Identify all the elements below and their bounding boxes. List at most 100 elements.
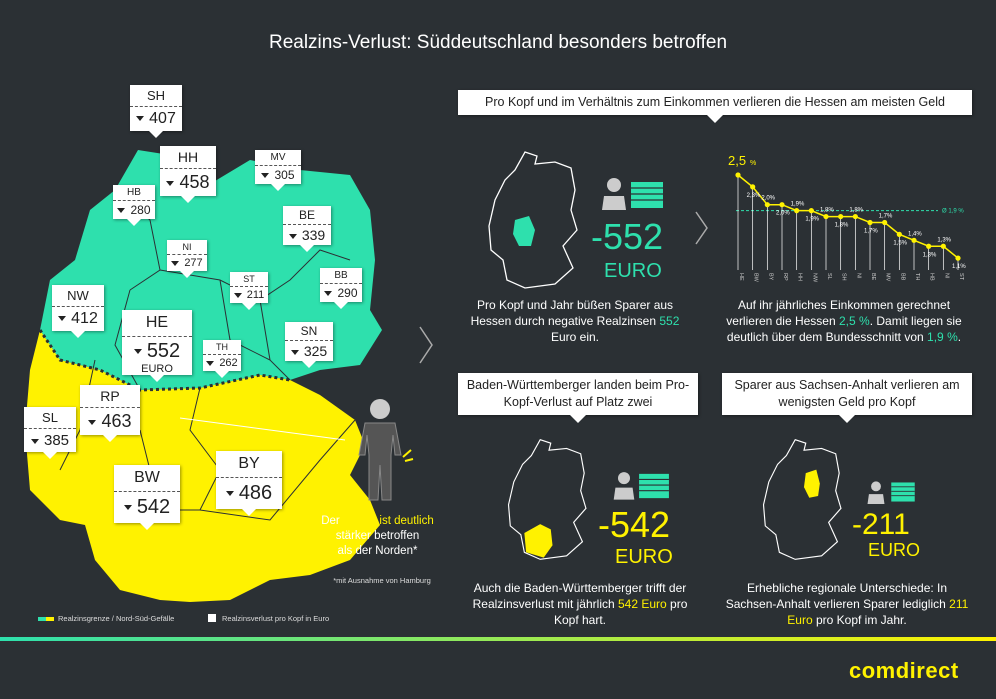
category-label: BW (753, 273, 759, 283)
data-point (823, 213, 829, 220)
category-label: HB (929, 273, 935, 281)
category-label: SH (841, 273, 847, 281)
average-label: Ø 1,9 % (942, 209, 964, 215)
data-point (940, 243, 946, 249)
series-line (737, 174, 959, 259)
category-label: TH (914, 273, 920, 280)
data-label: 1,3% (937, 237, 951, 243)
money-icon (639, 473, 669, 499)
chevron-right-icon (695, 211, 708, 245)
data-label-big: 2,5 (728, 153, 746, 168)
category-label: HE (738, 273, 744, 281)
germany-outline-he (488, 151, 578, 289)
chevron-right-icon (419, 326, 433, 364)
category-label: BB (899, 273, 905, 281)
callout-hessen: Pro Kopf und im Verhältnis zum Einkommen… (458, 90, 972, 123)
data-point (808, 208, 814, 214)
person-icon (346, 399, 414, 501)
data-label: 1,9% (805, 217, 819, 223)
chart-text: Auf ihr jährliches Einkommen gerechnet v… (726, 298, 962, 344)
data-label: 1,8% (849, 208, 863, 214)
category-label: ST (958, 273, 964, 281)
data-point (867, 219, 873, 226)
data-label: 2,0% (761, 196, 775, 202)
money-icon (631, 182, 663, 208)
amount-bw: -542 (598, 504, 671, 545)
data-label: 2,0% (776, 211, 790, 217)
unit-st: EURO (868, 540, 921, 560)
data-point (852, 213, 858, 220)
amount-st: -211 (852, 508, 910, 541)
gradient-bar (0, 637, 996, 641)
callout-st: Sparer aus Sachsen-Anhalt verlieren am w… (722, 373, 972, 423)
category-label: BY (767, 273, 773, 281)
legend-box-label: Realzinsverlust pro Kopf in Euro (222, 614, 330, 623)
data-label: 1,4% (908, 231, 922, 237)
money-icon (891, 482, 915, 502)
north-south-line (38, 329, 291, 392)
data-label: 1,5% (893, 240, 907, 246)
south-note: Der Süden ist deutlich stärker betroffen… (321, 515, 434, 557)
data-label: 1,7% (864, 229, 878, 235)
category-label: RP (782, 273, 788, 281)
page-title: Realzins-Verlust: Süddeutschland besonde… (268, 32, 728, 53)
data-point (779, 202, 785, 208)
legend-box-swatch (208, 614, 216, 622)
person-icon (867, 481, 885, 504)
germany-outline-bw (507, 438, 587, 560)
data-point (794, 208, 800, 214)
data-label-big-unit: % (750, 160, 756, 167)
data-label: 1,8% (820, 208, 834, 214)
germany-outline-st (762, 438, 842, 560)
data-point (911, 237, 917, 243)
data-label: 1,8% (835, 223, 849, 229)
data-label: 1,9% (791, 202, 805, 208)
unit-bw: EURO (615, 546, 673, 568)
data-point (896, 231, 902, 237)
data-point (838, 213, 844, 220)
category-label: NI (943, 273, 949, 279)
pointer-line (180, 417, 346, 441)
data-point (955, 255, 961, 261)
data-label: 1,3% (923, 252, 937, 258)
brand-logo: comdirect (849, 658, 959, 683)
data-label: 2,3% (747, 193, 761, 199)
data-point (750, 184, 756, 190)
category-label: SL (826, 273, 832, 280)
data-point (882, 219, 888, 226)
legend-line-swatch (38, 617, 54, 621)
legend-line-label: Realzinsgrenze / Nord-Süd-Gefälle (58, 614, 175, 623)
category-label: NW (811, 273, 817, 283)
callout-bw: Baden-Württemberger landen beim Pro-Kopf… (458, 373, 698, 423)
south-footnote: *mit Ausnahme von Hamburg (333, 576, 431, 585)
category-label: BE (870, 273, 876, 281)
data-point (735, 172, 741, 178)
person-icon (602, 178, 626, 210)
category-label: HH (797, 273, 803, 281)
data-label: 1,1% (952, 264, 966, 270)
amount-hessen: -552 (591, 216, 664, 257)
income-ratio-chart: Ø 1,9 % 2,5% HE 2,3% BW 2,0% BY 2,0% RP 1,9% HH 1,9… (728, 153, 966, 283)
person-icon (613, 472, 635, 500)
text-hessen: Pro Kopf und Jahr büßen Sparer aus Hesse… (470, 298, 680, 344)
text-st: Erhebliche regionale Unterschiede: In Sa… (725, 581, 969, 627)
data-point (926, 243, 932, 249)
category-label: MV (885, 273, 891, 282)
data-label: 1,7% (879, 214, 893, 220)
